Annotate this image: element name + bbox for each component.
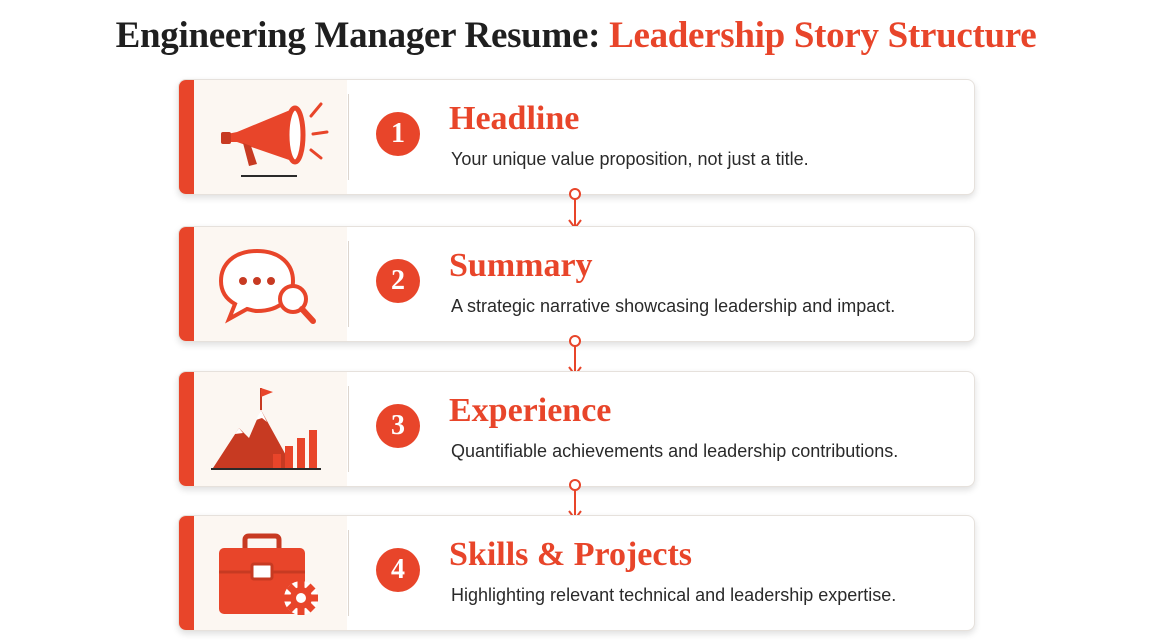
step-number-badge: 4 <box>376 548 420 592</box>
title-main: Engineering Manager Resume: <box>115 15 601 56</box>
step-heading: Headline <box>449 100 580 137</box>
chat-search-icon <box>218 248 316 324</box>
step-card-experience: 3 Experience Quantifiable achievements a… <box>178 371 975 487</box>
step-description: Highlighting relevant technical and lead… <box>451 585 897 605</box>
page-title: Engineering Manager Resume: Leadership S… <box>0 14 1152 57</box>
step-number-badge: 2 <box>376 259 420 303</box>
card-accent-stripe <box>179 80 194 194</box>
step-description: A strategic narrative showcasing leaders… <box>451 296 896 316</box>
card-accent-stripe <box>179 227 194 341</box>
card-divider <box>348 241 349 327</box>
card-accent-stripe <box>179 516 194 630</box>
card-accent-stripe <box>179 372 194 486</box>
step-description: Your unique value proposition, not just … <box>451 149 809 169</box>
briefcase-gear-icon <box>219 533 318 615</box>
step-number-badge: 3 <box>376 404 420 448</box>
step-card-headline: 1 Headline Your unique value proposition… <box>178 79 975 195</box>
step-heading: Experience <box>449 392 612 429</box>
mountain-growth-icon <box>211 388 321 470</box>
card-divider <box>348 530 349 616</box>
step-card-skills-projects: 4 Skills & Projects Highlighting relevan… <box>178 515 975 631</box>
step-card-summary: 2 Summary A strategic narrative showcasi… <box>178 226 975 342</box>
step-heading: Skills & Projects <box>449 536 693 573</box>
title-accent: Leadership Story Structure <box>609 15 1037 56</box>
megaphone-icon <box>221 102 329 177</box>
step-number-badge: 1 <box>376 112 420 156</box>
step-description: Quantifiable achievements and leadership… <box>451 441 899 461</box>
card-divider <box>348 386 349 472</box>
step-heading: Summary <box>449 247 593 284</box>
card-divider <box>348 94 349 180</box>
